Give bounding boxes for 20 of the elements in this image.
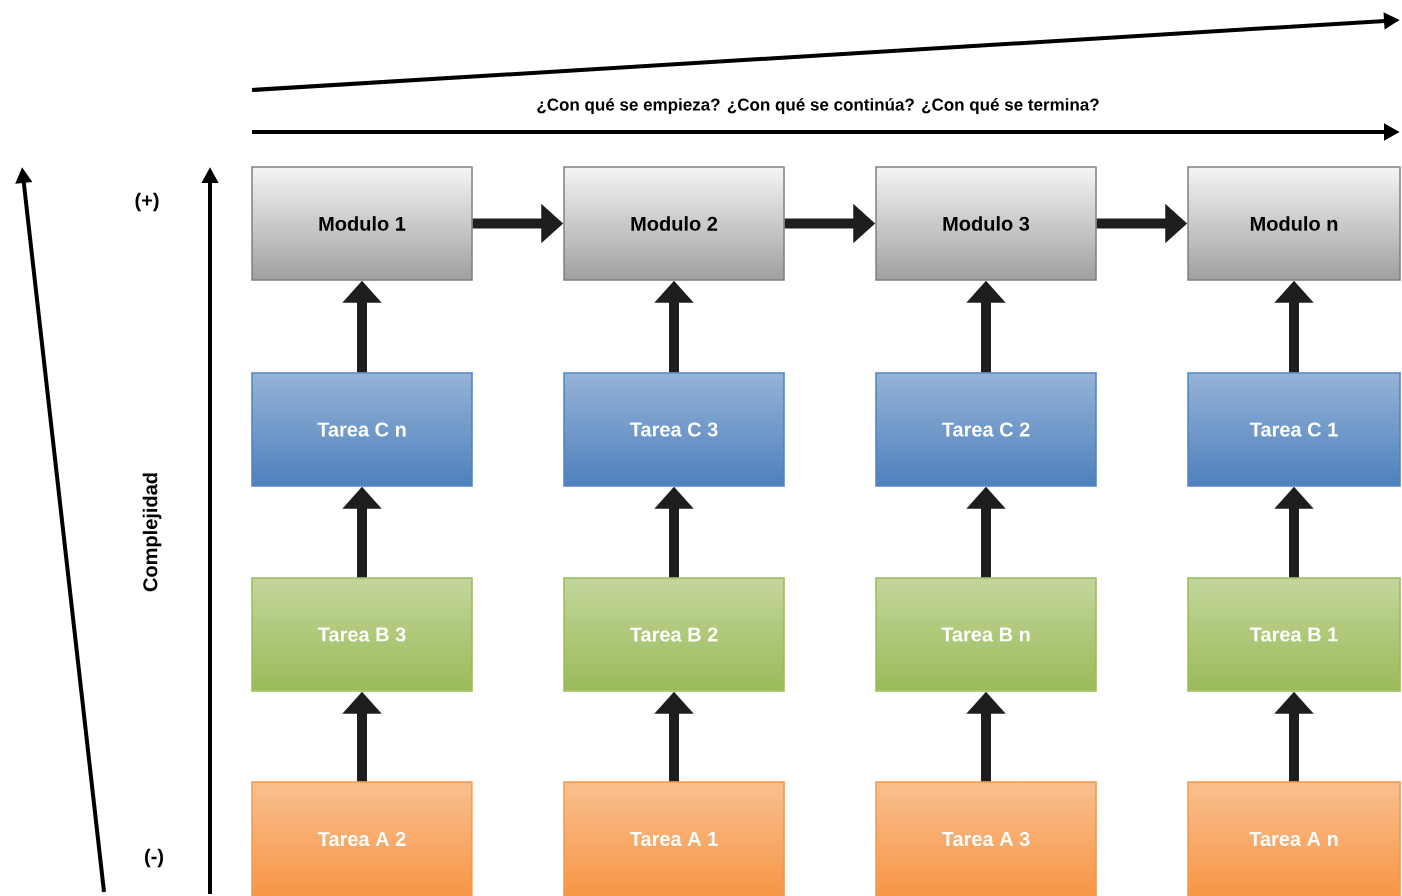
task-box: Tarea B 3	[251, 577, 473, 692]
task-box: Tarea C 1	[1187, 372, 1401, 487]
task-box: Tarea B 1	[1187, 577, 1401, 692]
task-box: Tarea C 3	[563, 372, 785, 487]
task-box: Tarea B 2	[563, 577, 785, 692]
task-box: Tarea A n	[1187, 781, 1401, 896]
axis-label: (-)	[145, 848, 163, 868]
module-box: Modulo 3	[875, 166, 1097, 281]
task-box: Tarea A 2	[251, 781, 473, 896]
axis-label: (+)	[135, 192, 159, 212]
task-box: Tarea C 2	[875, 372, 1097, 487]
task-box: Tarea A 1	[563, 781, 785, 896]
task-box: Tarea C n	[251, 372, 473, 487]
task-box: Tarea A 3	[875, 781, 1097, 896]
module-box: Modulo n	[1187, 166, 1401, 281]
module-box: Modulo 2	[563, 166, 785, 281]
task-box: Tarea B n	[875, 577, 1097, 692]
module-box: Modulo 1	[251, 166, 473, 281]
axis-label: Complejidad	[142, 473, 162, 592]
heading: ¿Con qué se empieza? ¿Con qué se continúa? ¿Con qué se termina?	[537, 98, 1099, 114]
